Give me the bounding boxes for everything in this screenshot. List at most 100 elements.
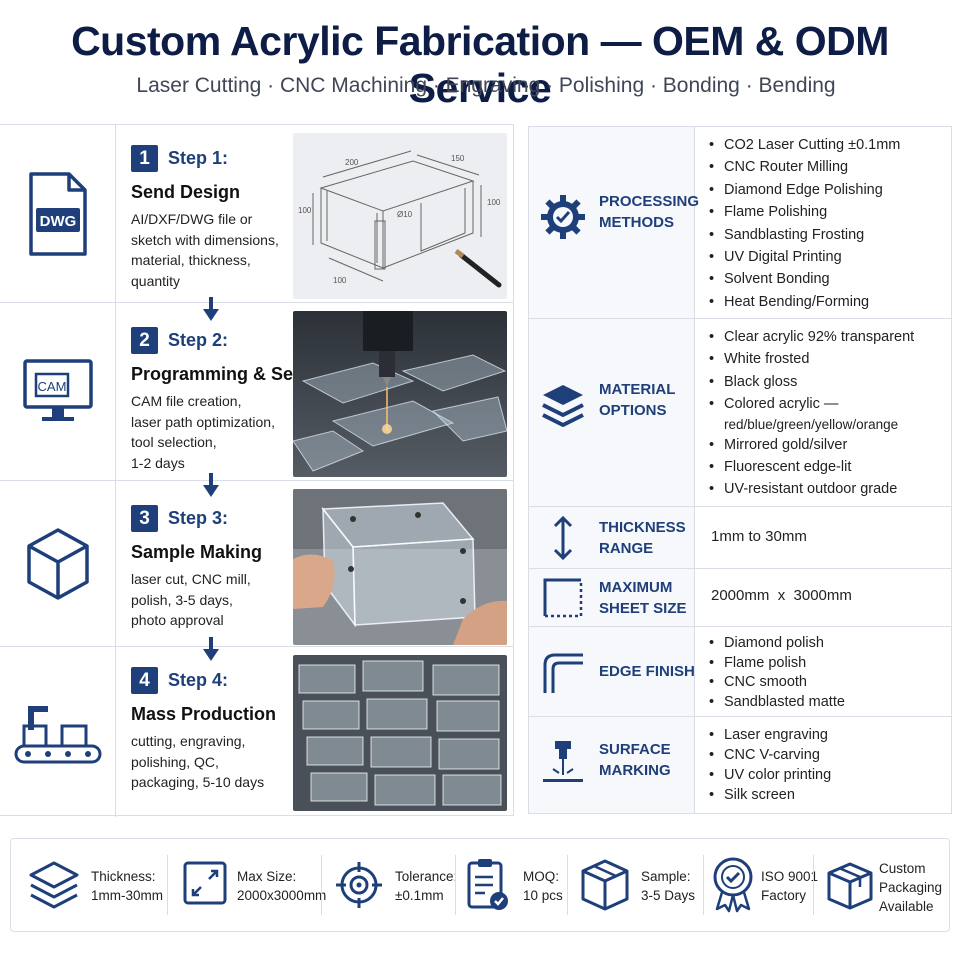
process-steps-panel: DWG 1 Step 1: Send Design AI/DXF/DWG fil… [0, 124, 514, 817]
expand-icon [183, 861, 227, 905]
list-item: Diamond polish [709, 634, 845, 654]
list-item: UV-resistant outdoor grade [709, 478, 914, 501]
list-item: Heat Bending/Forming [709, 291, 900, 314]
divider [567, 855, 568, 915]
divider [813, 855, 814, 915]
list-item: CNC smooth [709, 673, 845, 693]
list-item: UV color printing [709, 765, 831, 785]
step-row-4: 4 Step 4: Mass Production cutting, engra… [0, 647, 514, 817]
arrow-down-icon [203, 297, 219, 321]
svg-text:200: 200 [345, 158, 359, 167]
arrow-down-icon [203, 473, 219, 497]
feature-bar: Thickness:1mm-30mm Max Size:2000x3000mm … [10, 838, 950, 932]
package-icon [827, 862, 873, 910]
mass-production-photo [293, 655, 507, 811]
edge-profile-icon [543, 653, 583, 693]
divider [167, 855, 168, 915]
arrow-down-icon [203, 637, 219, 661]
edge-finish-list: Diamond polish Flame polish CNC smooth S… [709, 634, 845, 712]
layers-icon [29, 861, 79, 909]
list-item: CNC V-carving [709, 745, 831, 765]
page-title: Custom Acrylic Fabrication — OEM & ODM S… [71, 18, 889, 111]
gear-check-icon [541, 195, 585, 239]
step-row-3: 3 Step 3: Sample Making laser cut, CNC m… [0, 481, 514, 647]
feature-tolerance: Tolerance:±0.1mm [331, 839, 461, 931]
vertical-range-arrow-icon [553, 515, 573, 561]
list-item: Sandblasting Frosting [709, 224, 900, 247]
dwg-file-icon: DWG [28, 171, 87, 256]
spec-title-edge-finish: EDGE FINISH [599, 663, 695, 680]
step-label: Step 2: [168, 330, 229, 350]
step-label: Step 4: [168, 670, 229, 690]
step-number-badge: 1 [131, 145, 158, 172]
list-item: CNC Router Milling [709, 156, 900, 179]
feature-sample: Sample:3-5 Days [577, 839, 707, 931]
spec-row-edge-finish: EDGE FINISH Diamond polish Flame polish … [529, 627, 951, 717]
step-name: Sample Making [131, 542, 263, 562]
box-icon [581, 859, 629, 911]
award-badge-icon [713, 857, 753, 913]
list-item: Fluorescent edge-lit [709, 456, 914, 479]
step-icon-cell [0, 481, 116, 646]
step-number-badge: 4 [131, 667, 158, 694]
thickness-value: 1mm to 30mm [711, 528, 807, 545]
sheet-size-icon [543, 578, 583, 618]
list-item: Diamond Edge Polishing [709, 179, 900, 202]
step-description: laser cut, CNC mill,polish, 3-5 days, ph… [131, 571, 251, 628]
list-item: Sandblasted matte [709, 693, 845, 713]
step-name: Programming & Setup [131, 364, 322, 384]
svg-text:DWG: DWG [39, 213, 76, 230]
layers-icon [542, 385, 584, 427]
feature-max-size: Max Size:2000x3000mm [179, 839, 329, 931]
list-item: UV Digital Printing [709, 246, 900, 269]
step-description: cutting, engraving,polishing, QC, packag… [131, 733, 265, 790]
step-row-1: DWG 1 Step 1: Send Design AI/DXF/DWG fil… [0, 125, 514, 303]
svg-text:100: 100 [298, 206, 312, 215]
list-item: Solvent Bonding [709, 268, 900, 291]
step-label: Step 3: [168, 508, 229, 528]
sheet-size-value: 2000mm x 3000mm [711, 587, 852, 604]
step-number-badge: 3 [131, 505, 158, 532]
step-name: Mass Production [131, 704, 277, 724]
conveyor-icon [14, 706, 101, 764]
laser-cutting-photo [293, 311, 507, 477]
list-item: Colored acrylic —red/blue/green/yellow/o… [709, 393, 914, 433]
surface-marking-list: Laser engraving CNC V-carving UV color p… [709, 725, 831, 805]
step-row-2: CAM 2 Step 2: Programming & Setup CAM fi… [0, 303, 514, 481]
material-options-list: Clear acrylic 92% transparent White fros… [709, 326, 914, 501]
step-description: CAM file creation,laser path optimizatio… [131, 393, 275, 471]
list-item: Laser engraving [709, 725, 831, 745]
svg-text:150: 150 [451, 154, 465, 163]
feature-thickness: Thickness:1mm-30mm [27, 839, 177, 931]
step-number-badge: 2 [131, 327, 158, 354]
svg-text:CAM: CAM [37, 379, 66, 394]
cube-icon [26, 527, 89, 600]
cam-monitor-icon: CAM [22, 358, 93, 421]
crosshair-icon [336, 862, 382, 908]
divider [321, 855, 322, 915]
page-subtitle: Laser Cutting · CNC Machining · Engravin… [136, 74, 836, 97]
svg-text:Ø10: Ø10 [397, 210, 413, 219]
list-item: Clear acrylic 92% transparent [709, 326, 914, 349]
step-icon-cell: CAM [0, 303, 116, 480]
processing-methods-list: CO2 Laser Cutting ±0.1mm CNC Router Mill… [709, 134, 900, 314]
list-item: White frosted [709, 348, 914, 371]
divider [703, 855, 704, 915]
step-icon-cell: DWG [0, 125, 116, 302]
laser-marking-icon [543, 741, 583, 782]
clipboard-check-icon [467, 859, 508, 910]
colored-options: red/blue/green/yellow/orange [724, 416, 899, 432]
step-name: Send Design [131, 182, 241, 202]
step-icon-cell [0, 647, 116, 817]
list-item: Flame polish [709, 654, 845, 674]
